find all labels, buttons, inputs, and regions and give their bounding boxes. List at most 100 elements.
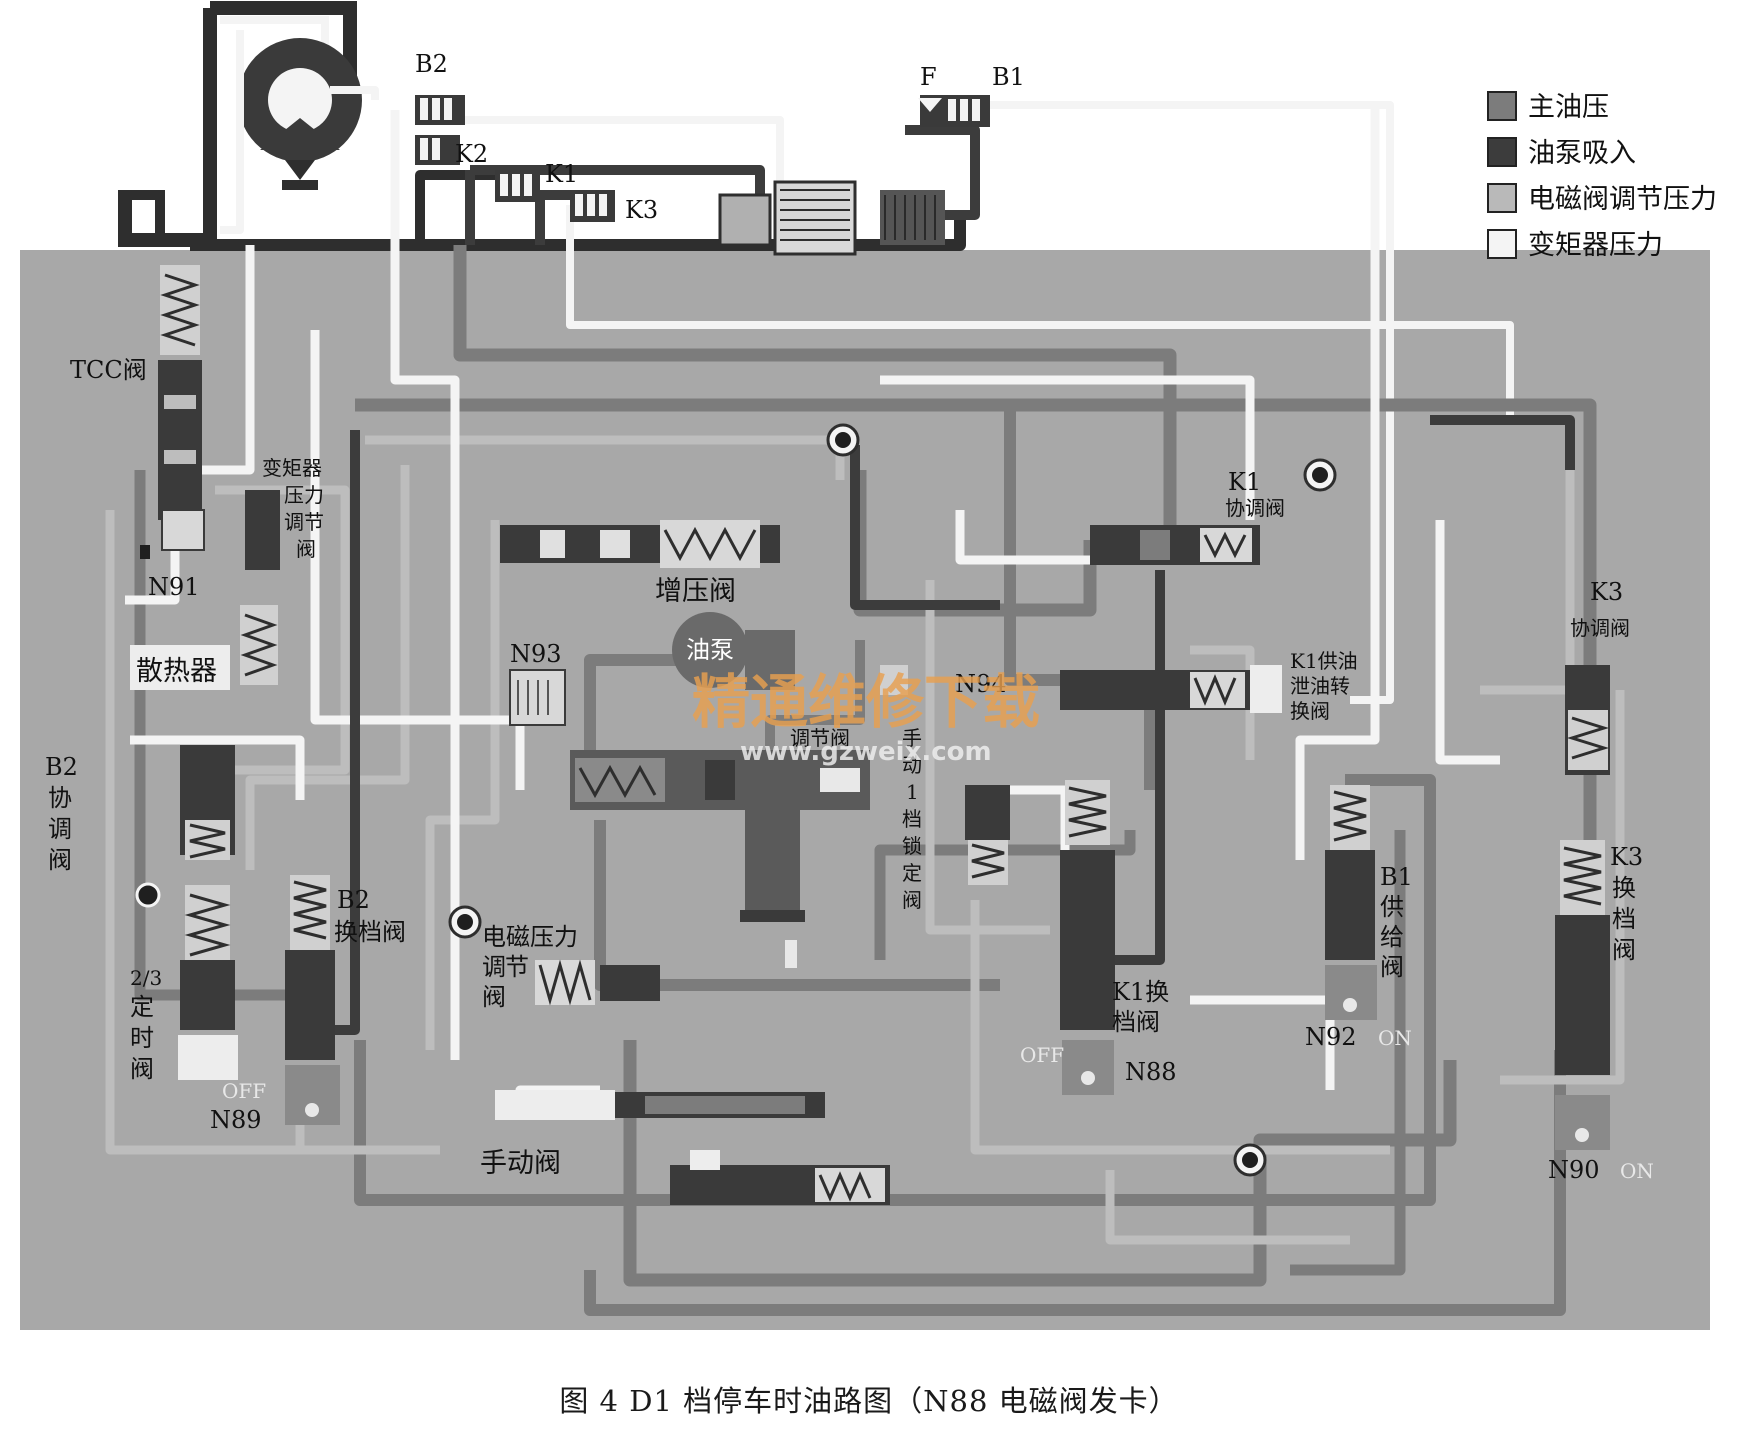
- labels: B2 K2 K1 K3 F B1 TCC阀 变矩器 压力 调节 阀 N91 散热…: [45, 50, 1654, 1184]
- label-b2-coord-3: 调: [48, 815, 72, 843]
- label-b1-supply-1: B1: [1380, 863, 1413, 891]
- label-lock-4: 档: [902, 807, 922, 831]
- label-b2-coord-2: 协: [48, 784, 72, 812]
- legend-swatch-solenoid: [1487, 183, 1517, 213]
- label-k3-shift-3: 档: [1612, 905, 1636, 933]
- clutch-k2: [415, 135, 460, 165]
- boost-valve: [500, 520, 780, 568]
- label-radiator: 散热器: [136, 656, 217, 687]
- label-timing-4: 阀: [130, 1055, 154, 1083]
- label-n92: N92: [1305, 1023, 1357, 1051]
- label-k1-supply-1: K1供油: [1290, 649, 1358, 673]
- label-k3-shift-2: 换: [1612, 874, 1636, 902]
- label-b1: B1: [992, 63, 1025, 91]
- legend-label-converter: 变矩器压力: [1528, 230, 1663, 261]
- label-f: F: [920, 63, 937, 91]
- manual-valve: [495, 1090, 825, 1120]
- n93-solenoid: [509, 669, 566, 726]
- label-lock-2: 动: [902, 753, 922, 777]
- label-lock-3: 1: [906, 780, 919, 804]
- legend-swatch-suction: [1487, 137, 1517, 167]
- label-k3-shift-4: 阀: [1612, 936, 1636, 964]
- label-b2-shift-1: B2: [337, 886, 370, 914]
- label-k1-shift-2: 档阀: [1112, 1008, 1160, 1036]
- legend-label-solenoid: 电磁阀调节压力: [1528, 184, 1717, 215]
- passages-solenoid: [105, 435, 1625, 1245]
- label-timing-3: 时: [130, 1024, 154, 1052]
- label-b1-supply-2: 供: [1380, 893, 1404, 921]
- b2-coordination-valve: [180, 745, 235, 860]
- label-k1-supply-3: 换阀: [1290, 699, 1330, 723]
- center-pressure-valve: [570, 750, 870, 922]
- watermark-title: 精通维修下载: [692, 668, 1040, 736]
- converter-pressure-valve: [240, 490, 280, 685]
- label-k3-coord-2: 协调阀: [1570, 616, 1630, 640]
- watermark-url: www.gzweix.com: [740, 737, 992, 767]
- label-converter-valve-2: 压力: [284, 483, 324, 507]
- label-k1-supply-2: 泄油转: [1290, 674, 1350, 698]
- label-k1: K1: [545, 160, 578, 188]
- label-n91: N91: [148, 573, 200, 601]
- legend-label-suction: 油泵吸入: [1528, 138, 1636, 169]
- label-k1-coord-1: K1: [1228, 468, 1261, 496]
- radiator-box: [130, 645, 230, 690]
- k1-coordination-valve: [1090, 525, 1260, 565]
- label-k2: K2: [455, 140, 488, 168]
- timing-valve: [178, 885, 238, 1080]
- label-converter-valve-3: 调节: [284, 510, 324, 534]
- label-solenoid-pressure-4: 阀: [482, 983, 506, 1011]
- brake-b1: [918, 95, 990, 127]
- label-on-n90: ON: [1620, 1159, 1654, 1183]
- tcc-valve: [140, 265, 205, 559]
- label-k1-coord-2: 协调阀: [1225, 496, 1285, 520]
- label-k3-coord-1: K3: [1590, 578, 1623, 606]
- label-converter-valve-4: 阀: [296, 537, 316, 561]
- label-b1-supply-4: 阀: [1380, 953, 1404, 981]
- clutch-b2: [415, 95, 465, 125]
- label-b2-shift-2: 换档阀: [334, 918, 406, 946]
- k1-supply-valve: [1060, 665, 1282, 713]
- label-timing-1: 2/3: [130, 966, 162, 990]
- label-n88: N88: [1125, 1058, 1177, 1086]
- clutch-k1: [495, 170, 540, 202]
- label-lock-1: 手: [902, 726, 922, 750]
- legend-swatch-converter: [1487, 229, 1517, 259]
- label-n94: N94: [955, 670, 1007, 698]
- b1-supply-valve: [1325, 785, 1377, 1020]
- check-balls: [135, 423, 1337, 1177]
- label-b2-coord-1: B2: [45, 753, 78, 781]
- n94-solenoid: [880, 665, 908, 695]
- label-n89: N89: [210, 1106, 262, 1134]
- label-lock-7: 阀: [902, 888, 922, 912]
- label-lock-5: 锁: [902, 834, 922, 858]
- label-lock-6: 定: [902, 861, 922, 885]
- label-k3-shift-1: K3: [1610, 843, 1643, 871]
- solenoid-pressure-valve: [535, 940, 797, 1006]
- n94-lower-valve: [965, 785, 1010, 885]
- label-solenoid-pressure-2: 调: [482, 953, 506, 981]
- label-n93: N93: [510, 640, 562, 668]
- label-converter-valve-1: 变矩器: [262, 456, 322, 480]
- oil-pump: [672, 612, 795, 690]
- k3-coordination-valve: [1565, 665, 1610, 775]
- torque-converter: [118, 1, 362, 247]
- planetary-gearset: [718, 180, 945, 256]
- label-n90: N90: [1548, 1156, 1600, 1184]
- label-b2-coord-4: 阀: [48, 846, 72, 874]
- label-off-n89: OFF: [222, 1079, 266, 1103]
- label-on-n92: ON: [1378, 1026, 1412, 1050]
- label-b1-supply-3: 给: [1380, 923, 1404, 951]
- legend: 主油压 油泵吸入 电磁阀调节压力 变矩器压力: [1487, 91, 1717, 261]
- label-k3: K3: [625, 196, 658, 224]
- legend-label-main: 主油压: [1528, 92, 1609, 123]
- label-partial-valve: 调节阀: [790, 726, 850, 750]
- k1-shift-valve: [1060, 780, 1115, 1095]
- label-manual-valve: 手动阀: [480, 1148, 561, 1179]
- lower-center-valve: [670, 1150, 890, 1205]
- label-boost-valve: 增压阀: [655, 576, 736, 607]
- label-solenoid-pressure-3: 节: [505, 953, 529, 981]
- figure-caption: 图 4 D1 档停车时油路图（N88 电磁阀发卡）: [559, 1384, 1179, 1418]
- k3-shift-valve: [1555, 840, 1610, 1150]
- label-timing-2: 定: [130, 993, 154, 1021]
- watermark: 精通维修下载 www.gzweix.com: [692, 668, 1040, 767]
